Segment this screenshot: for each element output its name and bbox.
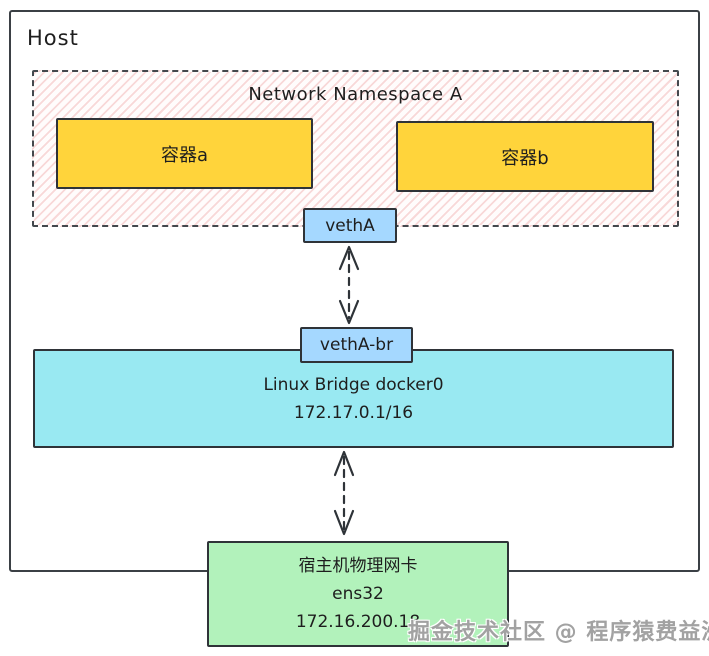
bridge-name: Linux Bridge docker0 bbox=[263, 374, 444, 395]
veth-to-vethbr-arrow bbox=[338, 245, 360, 325]
nic-ip: 172.16.200.18 bbox=[295, 611, 421, 632]
container-a-label: 容器a bbox=[160, 144, 209, 166]
veth-a-br-label: vethA-br bbox=[319, 335, 394, 355]
bridge-to-nic-arrow bbox=[333, 450, 355, 536]
watermark: 掘金技术社区 @ 程序猿费益洲 bbox=[408, 620, 709, 645]
veth-a-box: vethA bbox=[303, 208, 397, 243]
host-label: Host bbox=[27, 26, 79, 50]
container-a-box: 容器a bbox=[56, 118, 313, 189]
physical-nic-box: 宿主机物理网卡 ens32 172.16.200.18 bbox=[207, 541, 509, 647]
linux-bridge-box: Linux Bridge docker0 172.17.0.1/16 bbox=[33, 349, 674, 448]
container-b-label: 容器b bbox=[501, 147, 549, 169]
nic-title: 宿主机物理网卡 bbox=[298, 555, 418, 576]
veth-a-br-box: vethA-br bbox=[300, 327, 413, 363]
veth-a-label: vethA bbox=[325, 215, 375, 236]
bridge-ip: 172.17.0.1/16 bbox=[293, 402, 414, 423]
container-b-box: 容器b bbox=[396, 121, 654, 192]
nic-interface: ens32 bbox=[332, 583, 384, 604]
network-namespace-title: Network Namespace A bbox=[248, 84, 463, 105]
